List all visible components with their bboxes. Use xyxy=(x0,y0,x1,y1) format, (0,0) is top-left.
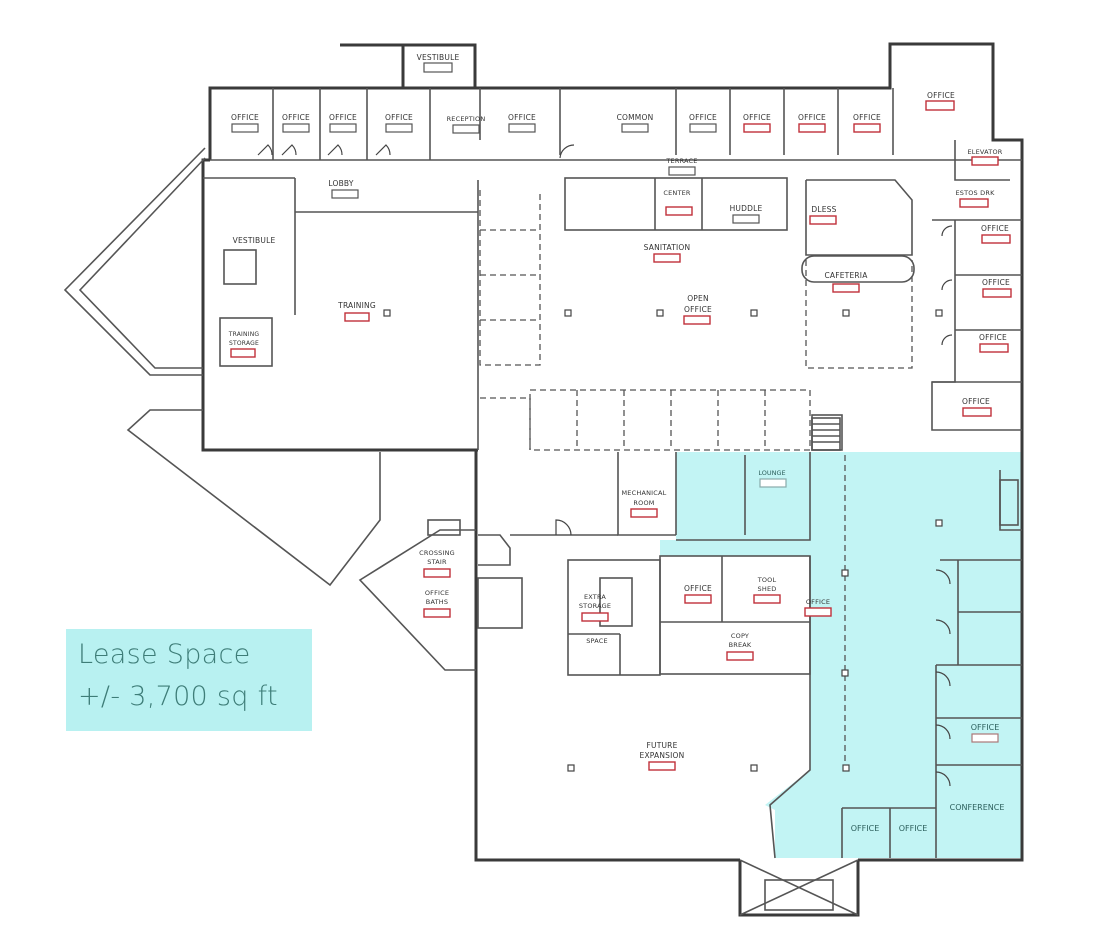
room-label: OFFICE xyxy=(684,305,712,314)
room-label: STORAGE xyxy=(579,602,611,610)
room-label: BREAK xyxy=(729,641,752,649)
room-label: OFFICE xyxy=(806,598,830,606)
room-label: OFFICE xyxy=(385,113,413,122)
room-label: OFFICE xyxy=(684,584,712,593)
room-label: STORAGE xyxy=(229,340,259,347)
lease-space-title: Lease Space xyxy=(78,639,251,670)
stairs xyxy=(223,249,1019,526)
room-label: OFFICE xyxy=(971,723,1000,732)
room-label: CAFETERIA xyxy=(824,271,868,280)
room-label: RECEPTION xyxy=(447,115,486,123)
room-label: SHED xyxy=(758,585,777,593)
room-label: BATHS xyxy=(426,598,448,606)
room-label: OFFICE xyxy=(981,224,1009,233)
room-label: ROOM xyxy=(633,499,654,507)
room-label: OFFICE xyxy=(798,113,826,122)
room-label: LOUNGE xyxy=(758,469,785,477)
room-label: OFFICE xyxy=(282,113,310,122)
room-label: OFFICE xyxy=(508,113,536,122)
lease-space-callout: Lease Space +/- 3,700 sq ft xyxy=(66,629,312,731)
room-label: OFFICE xyxy=(982,278,1010,287)
room-label: CENTER xyxy=(663,189,691,197)
room-label: LOBBY xyxy=(328,179,353,188)
room-label: CONFERENCE xyxy=(950,803,1005,812)
room-label: OFFICE xyxy=(853,113,881,122)
room-label: OFFICE xyxy=(689,113,717,122)
room-label: OFFICE xyxy=(899,824,928,833)
interior-walls xyxy=(203,88,1022,859)
room-label: OFFICE xyxy=(979,333,1007,342)
room-label: TRAINING xyxy=(228,331,260,338)
exterior-walls xyxy=(63,42,1024,917)
room-label: VESTIBULE xyxy=(417,53,460,62)
room-label: SANITATION xyxy=(644,243,691,252)
room-label: DLESS xyxy=(811,205,836,214)
lease-space-highlight[interactable] xyxy=(660,452,1022,858)
room-label: STAIR xyxy=(427,558,447,566)
room-number-tags xyxy=(230,62,1012,771)
room-labels: VESTIBULE OFFICE OFFICE OFFICE OFFICE RE… xyxy=(228,53,1010,833)
room-label: OFFICE xyxy=(962,397,990,406)
room-label: OFFICE xyxy=(927,91,955,100)
room-label: ESTOS DRK xyxy=(955,189,995,197)
room-label: OPEN xyxy=(687,294,709,303)
room-label: ELEVATOR xyxy=(967,148,1002,156)
room-label: HUDDLE xyxy=(730,204,763,213)
room-label: FUTURE xyxy=(646,741,677,750)
room-label: MECHANICAL xyxy=(622,489,667,497)
room-label: OFFICE xyxy=(329,113,357,122)
room-label: TRAINING xyxy=(337,301,376,310)
room-label: TERRACE xyxy=(665,157,697,165)
room-label: OFFICE xyxy=(231,113,259,122)
structural-columns xyxy=(383,309,943,772)
room-label: OFFICE xyxy=(425,589,449,597)
room-label: COMMON xyxy=(617,113,654,122)
doors xyxy=(257,144,953,787)
room-label: COPY xyxy=(731,632,749,640)
lease-space-area: +/- 3,700 sq ft xyxy=(78,681,278,712)
room-label: OFFICE xyxy=(851,824,880,833)
room-label: OFFICE xyxy=(743,113,771,122)
room-label: SPACE xyxy=(586,637,608,645)
room-label: VESTIBULE xyxy=(233,236,276,245)
room-label: EXTRA xyxy=(584,593,606,601)
room-label: CROSSING xyxy=(419,549,455,557)
room-label: TOOL xyxy=(757,576,777,584)
room-label: EXPANSION xyxy=(640,751,685,760)
